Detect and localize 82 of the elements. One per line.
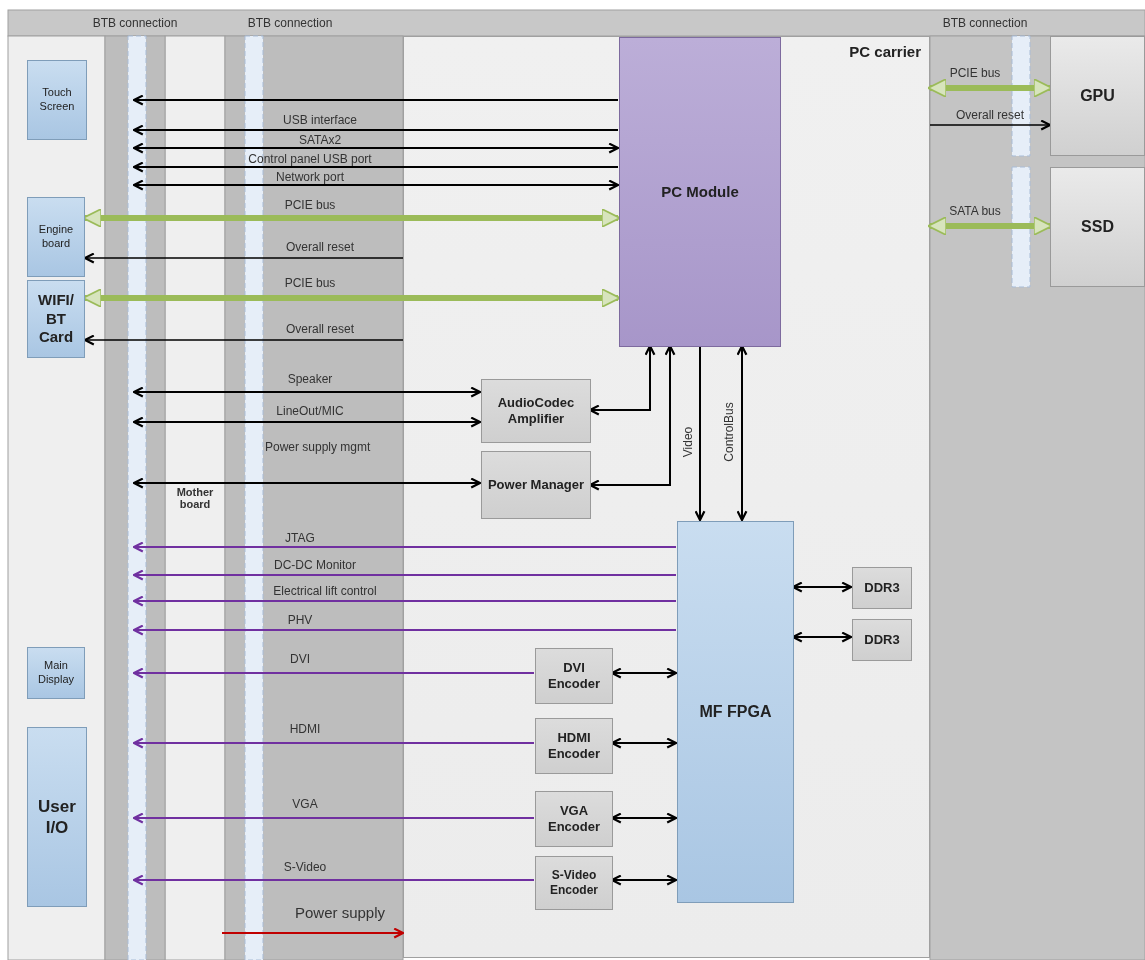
bus-arrow [927, 78, 1053, 98]
arrow [610, 812, 678, 824]
arrow [610, 874, 678, 886]
component-box: Engine board [27, 197, 85, 277]
arrow [221, 927, 405, 939]
component-box: HDMI Encoder [535, 718, 613, 774]
edge-label: PCIE bus [284, 198, 336, 212]
edge-label: ControlBus [722, 402, 736, 462]
edge-label: JTAG [285, 531, 315, 545]
arrow [610, 667, 678, 679]
arrow [83, 334, 404, 346]
text-label: BTB connection [91, 16, 179, 30]
edge-label: Electrical lift control [273, 584, 377, 598]
arrow [694, 345, 706, 522]
module-box: PC Module [619, 37, 781, 347]
edge-label: SATAx2 [298, 133, 342, 147]
arrow [736, 344, 748, 522]
component-box: VGA Encoder [535, 791, 613, 847]
component-box: DDR3 [852, 619, 912, 661]
bus-arrow [82, 288, 621, 308]
component-box: AudioCodec Amplifier [481, 379, 591, 443]
component-box: S-Video Encoder [535, 856, 613, 910]
arrow [791, 631, 853, 643]
arrow [132, 386, 482, 398]
component-box: SSD [1050, 167, 1145, 287]
edge-label: HDMI [289, 722, 321, 736]
arrow [132, 161, 619, 173]
component-box: Touch Screen [27, 60, 87, 140]
edge-label: Video [681, 426, 695, 458]
edge-label: Power supply [295, 904, 385, 921]
edge-label: DC-DC Monitor [274, 558, 356, 572]
arrow [132, 416, 482, 428]
bus-arrow [82, 208, 621, 228]
arrow [132, 124, 619, 136]
edge-label: SATA bus [949, 204, 1001, 218]
edge-label: PCIE bus [284, 276, 336, 290]
component-box: Main Display [27, 647, 85, 699]
arrow [791, 581, 853, 593]
arrow [588, 344, 676, 491]
arrow [610, 737, 678, 749]
component-box: DDR3 [852, 567, 912, 609]
carrier-board [403, 36, 930, 958]
arrow [132, 874, 535, 886]
component-box: DVI Encoder [535, 648, 613, 704]
edge-label: DVI [290, 652, 310, 666]
arrow [132, 737, 535, 749]
edge-label: Power supply mgmt [265, 440, 372, 454]
arrow [132, 667, 535, 679]
text-label: BTB connection [246, 16, 334, 30]
arrow [132, 179, 620, 191]
edge-label: USB interface [283, 113, 357, 127]
edge-label: Overall reset [956, 108, 1024, 122]
board-title: PC carrier [849, 43, 921, 62]
edge-label: PCIE bus [949, 66, 1001, 80]
arrow [929, 119, 1052, 131]
edge-label: LineOut/MIC [276, 404, 344, 418]
edge-label: Control panel USB port [248, 152, 372, 166]
arrow [132, 595, 677, 607]
module-box: MF FPGA [677, 521, 794, 903]
edge-label: PHV [287, 613, 313, 627]
arrow [132, 477, 482, 489]
arrow [132, 624, 677, 636]
component-box: WIFI/ BT Card [27, 280, 85, 358]
arrow [588, 344, 656, 416]
text-label: BTB connection [941, 16, 1029, 30]
component-box: User I/O [27, 727, 87, 907]
edge-label: Overall reset [286, 322, 354, 336]
arrow [132, 94, 619, 106]
edge-label: VGA [292, 797, 318, 811]
edge-label: Overall reset [286, 240, 354, 254]
bus-arrow [927, 216, 1053, 236]
arrow [132, 812, 535, 824]
arrow [132, 142, 620, 154]
component-box: Power Manager [481, 451, 591, 519]
arrow [132, 541, 677, 553]
edge-label: S-Video [283, 860, 327, 874]
text-label: Mother board [175, 486, 215, 510]
edge-label: Network port [276, 170, 344, 184]
arrow [83, 252, 404, 264]
component-box: GPU [1050, 36, 1145, 156]
arrow [132, 569, 677, 581]
edge-label: Speaker [287, 372, 333, 386]
